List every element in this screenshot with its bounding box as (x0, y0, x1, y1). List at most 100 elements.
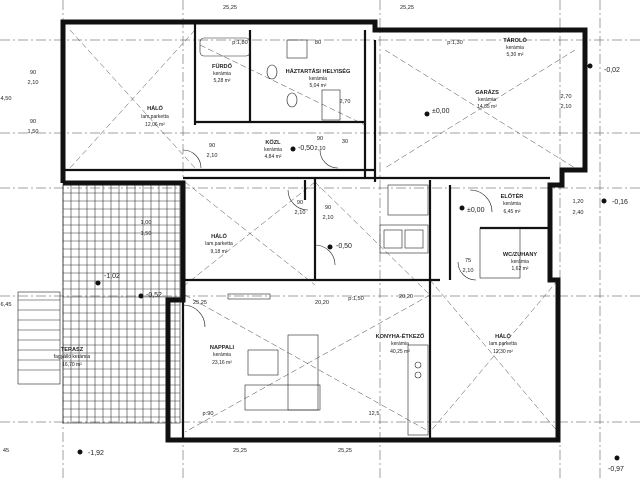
dim: 20,20 (315, 300, 329, 306)
level-right: -0,16 (612, 199, 628, 206)
level-bottom-right: -0,97 (608, 466, 624, 473)
dim: 90 (325, 205, 331, 211)
room-material: lam.parketta (489, 341, 517, 347)
dim: p:1,30 (447, 40, 463, 46)
room-material: kerámia (391, 341, 409, 347)
room-name: TÁROLÓ (503, 36, 527, 44)
room-area: 6,45 m² (504, 209, 521, 215)
room-name: GARÁZS (475, 89, 499, 96)
room-area: 5,28 m² (214, 78, 231, 84)
dim: 45 (3, 448, 9, 454)
terrace (17, 184, 181, 424)
dim: 25,25 (338, 448, 352, 454)
dim: 2,10 (463, 268, 474, 274)
dim: 2,10 (28, 80, 39, 86)
room-label-furdo: FÜRDŐ kerámia 5,28 m² (212, 63, 233, 84)
room-material: kerámia (309, 76, 327, 82)
room-name: HÁLÓ (211, 232, 227, 240)
room-material: kerámia (264, 147, 282, 153)
dim: 2,10 (323, 215, 334, 221)
terrace-tiles (62, 184, 180, 423)
room-label-kozl: KÖZL kerámia 4,84 m² (264, 139, 282, 160)
dim: 25,25 (400, 5, 414, 11)
dim: 25,25 (193, 300, 207, 306)
room-label-garazs: GARÁZS kerámia 14,85 m² (475, 89, 499, 110)
dim: 90 (209, 143, 215, 149)
dim: 12,5 (369, 411, 380, 417)
dim: 2,40 (573, 210, 584, 216)
room-name: HÁLÓ (147, 104, 163, 112)
dim: 30 (342, 139, 348, 145)
room-name: TERASZ (61, 347, 84, 353)
room-name: WC/ZUHANY (503, 252, 537, 258)
level-center: -0,50 (336, 243, 352, 250)
room-label-eloter: ELŐTÉR kerámia 6,45 m² (501, 192, 524, 215)
room-area: 5,04 m² (310, 83, 327, 89)
room-label-terasz: TERASZ fagyálló kerámia 16,70 m² (54, 347, 91, 368)
dim: 2,10 (561, 104, 572, 110)
dim: 90 (30, 119, 36, 125)
room-name: KONYHA-ÉTKEZŐ (376, 332, 425, 340)
level-kozl: -0,50 (298, 145, 314, 152)
level-terasz-lower: -0,52 (146, 292, 162, 299)
room-area: 12,06 m² (145, 122, 165, 128)
room-material: lam.parketta (141, 114, 169, 120)
room-area: 5,30 m² (507, 52, 524, 58)
dim: 6,45 (1, 302, 12, 308)
fixtures (199, 37, 521, 436)
room-material: kerámia (511, 259, 529, 265)
room-label-halo2: HÁLÓ lam.parketta 9,18 m² (205, 232, 233, 255)
dim: 1,50 (28, 129, 39, 135)
room-area: 9,18 m² (211, 249, 228, 255)
dim: 90 (30, 70, 36, 76)
room-material: kerámia (503, 201, 521, 207)
room-name: NAPPALI (210, 345, 235, 351)
dim: 2,10 (207, 153, 218, 159)
dim: p:1,50 (348, 296, 364, 302)
room-area: 14,85 m² (477, 104, 497, 110)
dim: p:1,80 (232, 40, 248, 46)
dim: 4,50 (1, 96, 12, 102)
room-label-halo3: HÁLÓ lam.parketta 12,30 m² (489, 332, 517, 355)
dimension-labels: 25,25 25,25 p:1,80 p:1,30 80 90 2,10 90 … (1, 5, 584, 454)
dim: 80 (315, 40, 321, 46)
room-area: 23,16 m² (212, 360, 232, 366)
doors (182, 149, 493, 328)
room-name: ELŐTÉR (501, 192, 524, 200)
room-material: kerámia (213, 71, 231, 77)
room-name: HÁZTARTÁSI HELYISÉG (286, 67, 351, 75)
room-area: 12,30 m² (493, 349, 513, 355)
level-eloter: ±0,00 (467, 207, 485, 214)
dim: 25,25 (233, 448, 247, 454)
dim: 90 (317, 136, 323, 142)
dim: 1,20 (573, 199, 584, 205)
room-material: lam.parketta (205, 241, 233, 247)
level-top-right: -0,02 (604, 67, 620, 74)
room-label-halo1: HÁLÓ lam.parketta 12,06 m² (141, 104, 169, 128)
level-terasz: -1,02 (104, 273, 120, 280)
room-area: 16,70 m² (62, 362, 82, 368)
room-label-tarolo: TÁROLÓ kerámia 5,30 m² (503, 36, 527, 58)
dim: 2,70 (561, 94, 572, 100)
room-name: FÜRDŐ (212, 63, 233, 70)
room-labels: FÜRDŐ kerámia 5,28 m² HÁZTARTÁSI HELYISÉ… (54, 36, 538, 368)
room-material: kerámia (506, 45, 524, 51)
dim: 1,50 (141, 231, 152, 237)
room-diagonals (69, 29, 576, 433)
room-material: fagyálló kerámia (54, 354, 91, 360)
level-garazs: ±0,00 (432, 108, 450, 115)
dim: 25,25 (223, 5, 237, 11)
dim: p:90 (203, 411, 214, 417)
dim: 20,20 (399, 294, 413, 300)
level-bottom-left: -1,92 (88, 450, 104, 457)
room-name: KÖZL (265, 139, 281, 146)
room-label-konyha: KONYHA-ÉTKEZŐ kerámia 40,25 m² (376, 332, 425, 355)
room-label-nappali: NAPPALI kerámia 23,16 m² (210, 345, 235, 366)
walls (60, 19, 588, 443)
level-values: ±0,00 ±0,00 -0,50 -0,50 -1,02 -0,52 -1,9… (88, 67, 628, 473)
room-material: kerámia (213, 352, 231, 358)
dim: 2,10 (315, 146, 326, 152)
room-name: HÁLÓ (495, 332, 511, 340)
room-area: 40,25 m² (390, 349, 410, 355)
